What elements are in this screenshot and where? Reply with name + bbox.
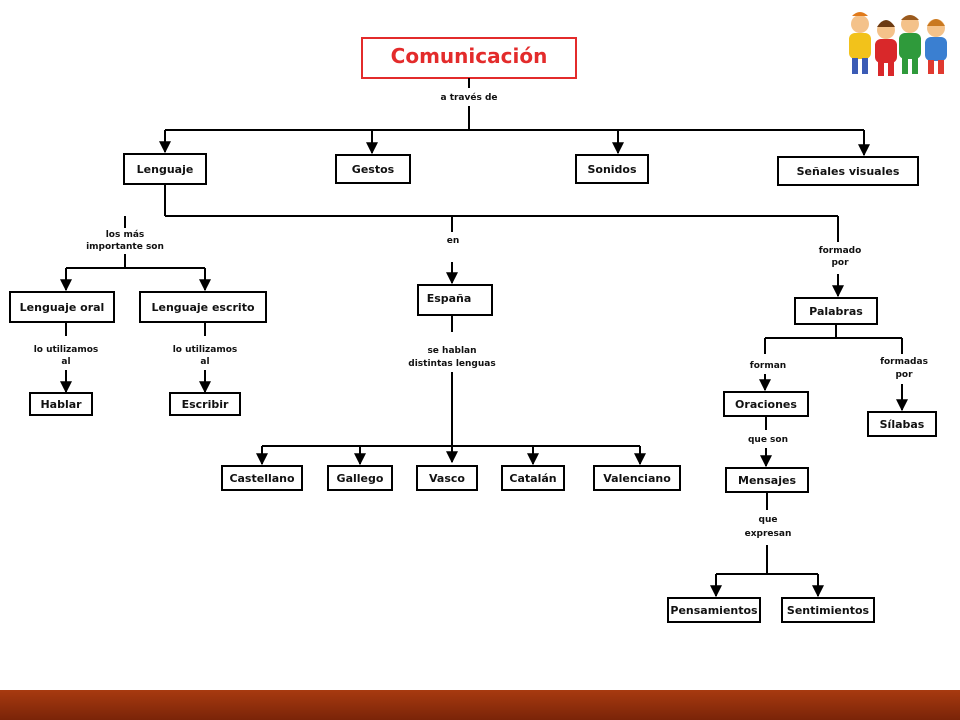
connector-a-traves-de: a través de — [440, 92, 497, 103]
node-gestos: Gestos — [335, 154, 411, 184]
svg-text:Señales visuales: Señales visuales — [797, 165, 900, 178]
svg-text:Gallego: Gallego — [337, 472, 384, 485]
svg-text:Pensamientos: Pensamientos — [670, 604, 758, 617]
svg-text:Valenciano: Valenciano — [603, 472, 671, 485]
node-gallego: Gallego — [327, 465, 393, 491]
connector-que: que — [759, 515, 778, 525]
connector-lo-utilizamos-escrito: lo utilizamos — [173, 345, 238, 355]
connector-formadas-por: por — [895, 370, 913, 380]
node-sentimientos: Sentimientos — [781, 597, 875, 623]
svg-text:Vasco: Vasco — [429, 472, 465, 485]
svg-text:Palabras: Palabras — [809, 305, 863, 318]
svg-text:Hablar: Hablar — [40, 398, 82, 411]
node-catalan: Catalán — [501, 465, 565, 491]
node-palabras: Palabras — [794, 297, 878, 325]
connector-forman: forman — [750, 361, 786, 371]
svg-text:España: España — [427, 292, 472, 305]
node-silabas: Sílabas — [867, 411, 937, 437]
node-lenguaje-oral: Lenguaje oral — [9, 291, 115, 323]
page-title: Comunicación — [391, 44, 548, 68]
node-escribir: Escribir — [169, 392, 241, 416]
svg-text:Sílabas: Sílabas — [880, 418, 925, 431]
svg-text:Sonidos: Sonidos — [587, 163, 637, 176]
node-lenguaje-escrito: Lenguaje escrito — [139, 291, 267, 323]
svg-text:Oraciones: Oraciones — [735, 398, 797, 411]
node-espana: España — [417, 284, 493, 316]
connector-al-escrito: al — [200, 357, 209, 367]
connector-los-mas: los más — [106, 230, 145, 240]
connector-en: en — [447, 236, 460, 246]
connector-al-oral: al — [61, 357, 70, 367]
node-oraciones: Oraciones — [723, 391, 809, 417]
connector-expresan: expresan — [745, 529, 792, 539]
footer-bar — [0, 690, 960, 720]
title-node: Comunicación — [361, 37, 577, 79]
connector-distintas-lenguas: distintas lenguas — [408, 359, 495, 369]
svg-text:Lenguaje: Lenguaje — [137, 163, 194, 176]
connector-que-son: que son — [748, 435, 788, 445]
node-castellano: Castellano — [221, 465, 303, 491]
connector-formado: formado — [819, 246, 862, 256]
svg-text:Castellano: Castellano — [229, 472, 295, 485]
svg-text:Lenguaje oral: Lenguaje oral — [20, 301, 105, 314]
node-sonidos: Sonidos — [575, 154, 649, 184]
svg-text:Catalán: Catalán — [509, 472, 556, 485]
node-mensajes: Mensajes — [725, 467, 809, 493]
connector-lo-utilizamos-oral: lo utilizamos — [34, 345, 99, 355]
svg-text:Mensajes: Mensajes — [738, 474, 796, 487]
node-valenciano: Valenciano — [593, 465, 681, 491]
node-pensamientos: Pensamientos — [667, 597, 761, 623]
svg-text:Sentimientos: Sentimientos — [787, 604, 870, 617]
connector-importante-son: importante son — [86, 242, 164, 252]
children-group-icon — [849, 12, 947, 76]
node-hablar: Hablar — [29, 392, 93, 416]
svg-text:Gestos: Gestos — [352, 163, 395, 176]
connector-se-hablan: se hablan — [427, 346, 476, 356]
svg-text:Escribir: Escribir — [182, 398, 229, 411]
connector-formado-por: por — [831, 258, 849, 268]
node-lenguaje: Lenguaje — [123, 153, 207, 185]
svg-text:Lenguaje escrito: Lenguaje escrito — [151, 301, 254, 314]
connector-formadas: formadas — [880, 357, 928, 367]
node-vasco: Vasco — [416, 465, 478, 491]
node-senales-visuales: Señales visuales — [777, 156, 919, 186]
